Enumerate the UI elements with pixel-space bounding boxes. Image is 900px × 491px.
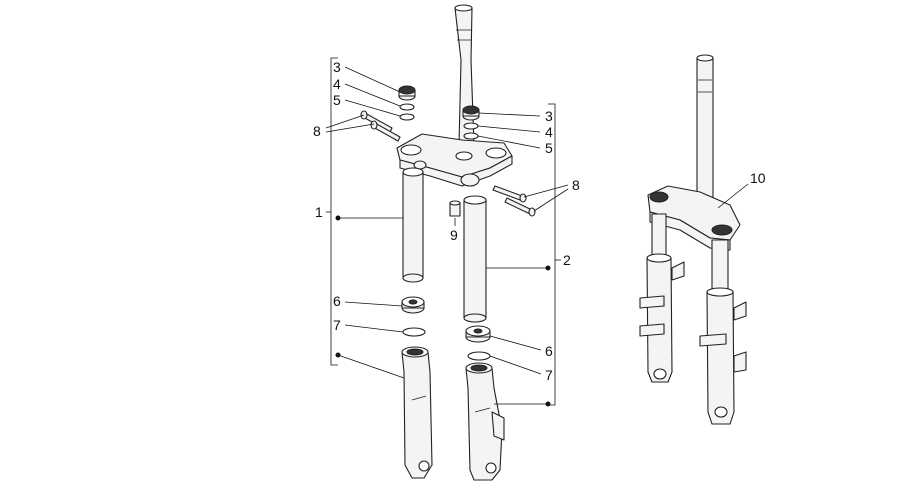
callout-4-right: 4 — [545, 124, 553, 140]
leader-lines — [325, 57, 749, 407]
assembled-fork — [639, 54, 747, 425]
nut-3-left — [398, 85, 416, 101]
washer-4-left — [399, 103, 415, 111]
callout-4-left: 4 — [333, 76, 341, 92]
callout-labels: 1 2 3 4 5 3 4 5 6 7 6 7 8 8 9 10 — [313, 59, 766, 383]
left-stanchion-tube — [402, 167, 424, 283]
oring-5-right — [463, 132, 479, 140]
callout-9: 9 — [450, 227, 458, 243]
callout-8-left: 8 — [313, 123, 321, 139]
callout-10: 10 — [750, 170, 766, 186]
ring-7-left — [402, 327, 426, 337]
assembled-left-leg — [639, 213, 685, 383]
bolt-8-lower-right-a — [492, 185, 527, 203]
bolt-8-lower-right-b — [504, 197, 536, 217]
callout-3-left: 3 — [333, 59, 341, 75]
callout-6-right: 6 — [545, 343, 553, 359]
ring-7-right — [467, 351, 491, 361]
spacer-part-9 — [449, 200, 461, 217]
callout-7-left: 7 — [333, 317, 341, 333]
right-fork-leg — [465, 362, 505, 481]
upper-triple-clamp — [396, 133, 513, 187]
bolt-8-upper-left-b — [370, 120, 401, 142]
callout-6-left: 6 — [333, 293, 341, 309]
callout-5-right: 5 — [545, 140, 553, 156]
washer-4-right — [463, 122, 479, 130]
oring-5-left — [399, 113, 415, 121]
assembled-right-leg — [699, 239, 747, 425]
seal-6-left — [401, 296, 425, 314]
callout-3-right: 3 — [545, 108, 553, 124]
callout-5-left: 5 — [333, 92, 341, 108]
assembled-steering-tube — [696, 54, 714, 201]
callout-8-right: 8 — [572, 177, 580, 193]
callout-7-right: 7 — [545, 367, 553, 383]
callout-2: 2 — [563, 252, 571, 268]
right-stanchion-tube — [463, 195, 487, 323]
callout-1: 1 — [315, 204, 323, 220]
left-fork-leg — [401, 346, 433, 479]
assembled-triple-clamp — [647, 185, 741, 251]
nut-3-right — [462, 105, 480, 121]
seal-6-right — [465, 325, 491, 343]
